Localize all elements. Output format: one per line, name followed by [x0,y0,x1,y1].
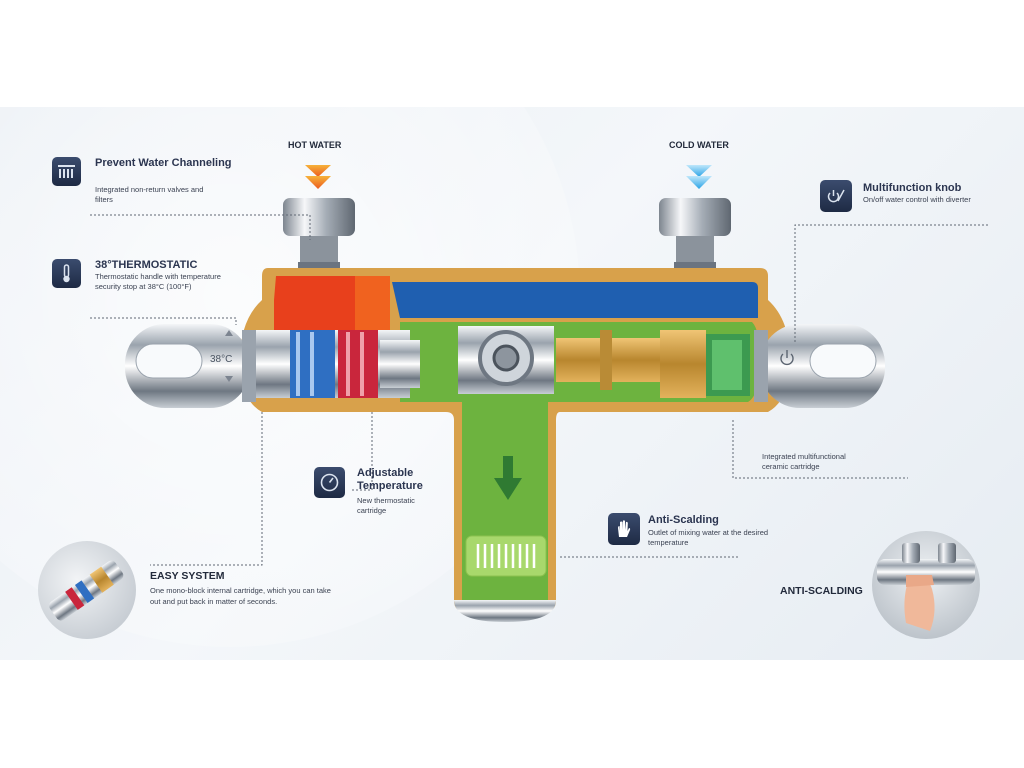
feature-prevent-channeling: Prevent Water Channeling Integrated non-… [52,157,252,207]
outlet-spout [454,600,556,622]
power-icon [780,350,794,366]
feature-title: 38°THERMOSTATIC [95,259,198,271]
feature-multifunction-knob: Multifunction knob On/off water control … [820,180,1000,220]
easy-system-thumbnail [38,541,136,639]
feature-title: Adjustable Temperature [357,467,423,492]
cold-water-label: COLD WATER [669,140,729,150]
thermometer-icon [52,259,81,288]
hot-water-arrow-icon [305,165,331,189]
feature-thermostatic: 38°THERMOSTATIC Thermostatic handle with… [52,259,252,299]
feature-desc: On/off water control with diverter [863,195,971,204]
anti-scalding-photo-label: ANTI-SCALDING [780,585,863,597]
feature-title: Prevent Water Channeling [95,157,232,169]
filter-icon [52,157,81,186]
anti-scalding-thumbnail [872,531,980,639]
feature-desc: Thermostatic handle with temperature sec… [95,272,221,291]
ceramic-cartridge-callout: Integrated multifunctional ceramic cartr… [762,452,846,471]
cold-water-arrow-icon [686,165,712,189]
gauge-icon [314,467,345,498]
hand-icon [608,513,640,545]
feature-anti-scalding: Anti-Scalding Outlet of mixing water at … [608,513,768,553]
feature-adjustable-temperature: Adjustable Temperature New thermostatic … [314,467,454,527]
feature-title: Multifunction knob [863,182,962,194]
easy-system-title: EASY SYSTEM [150,570,225,582]
feature-desc: Outlet of mixing water at the desired te… [648,528,769,547]
temperature-readout: 38°C [210,354,233,365]
flow-down-arrow-icon [494,456,522,500]
hot-inlet-nut [283,198,355,236]
cold-inlet-nut [659,198,731,236]
feature-desc: New thermostatic cartridge [357,496,415,515]
easy-system-desc: One mono-block internal cartridge, which… [150,586,331,606]
power-knob-icon [820,180,852,212]
hot-water-label: HOT WATER [288,140,342,150]
feature-desc: Integrated non-return valves and filters [95,185,204,204]
feature-title: Anti-Scalding [648,514,719,526]
